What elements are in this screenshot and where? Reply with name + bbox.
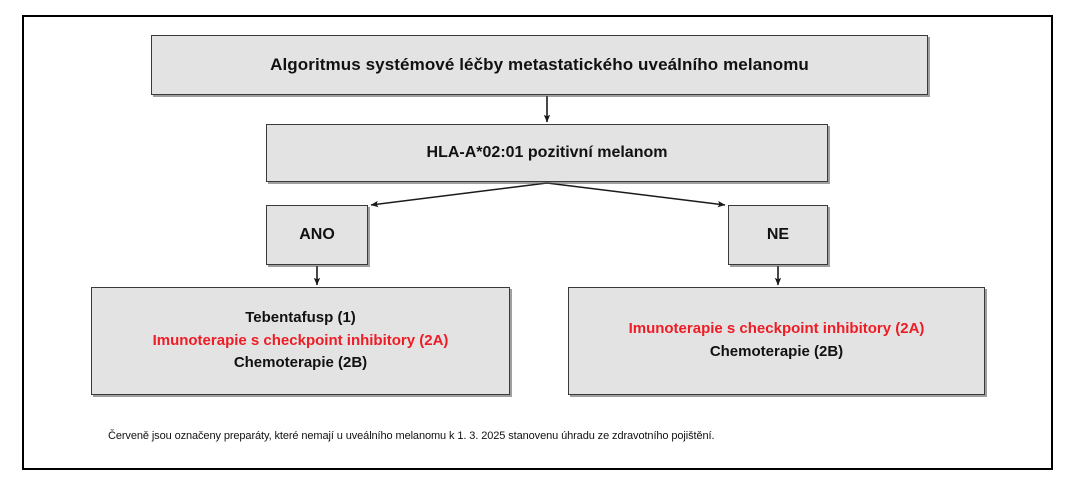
treatment-line: Chemoterapie (2B): [709, 343, 844, 360]
treatment-line: Imunoterapie s checkpoint inhibitory (2A…: [628, 320, 925, 338]
treatment-yes-box: Tebentafusp (1) Imunoterapie s checkpoin…: [91, 287, 510, 395]
treatment-line: Imunoterapie s checkpoint inhibitory (2A…: [152, 331, 449, 349]
algorithm-title-box: Algoritmus systémové léčby metastatickéh…: [151, 35, 928, 95]
hla-status-box: HLA-A*02:01 pozitivní melanom: [266, 124, 828, 182]
algorithm-title-label: Algoritmus systémové léčby metastatickéh…: [270, 55, 809, 74]
branch-no-label: NE: [766, 226, 790, 243]
branch-yes-box: ANO: [266, 205, 368, 265]
branch-yes-label: ANO: [299, 226, 335, 243]
treatment-no-box: Imunoterapie s checkpoint inhibitory (2A…: [568, 287, 985, 395]
branch-no-box: NE: [728, 205, 828, 265]
footnote-text: Červeně jsou označeny preparáty, které n…: [108, 430, 715, 442]
hla-status-label: HLA-A*02:01 pozitivní melanom: [426, 144, 668, 161]
treatment-line: Chemoterapie (2B): [233, 354, 368, 372]
treatment-line: Tebentafusp (1): [245, 308, 356, 326]
